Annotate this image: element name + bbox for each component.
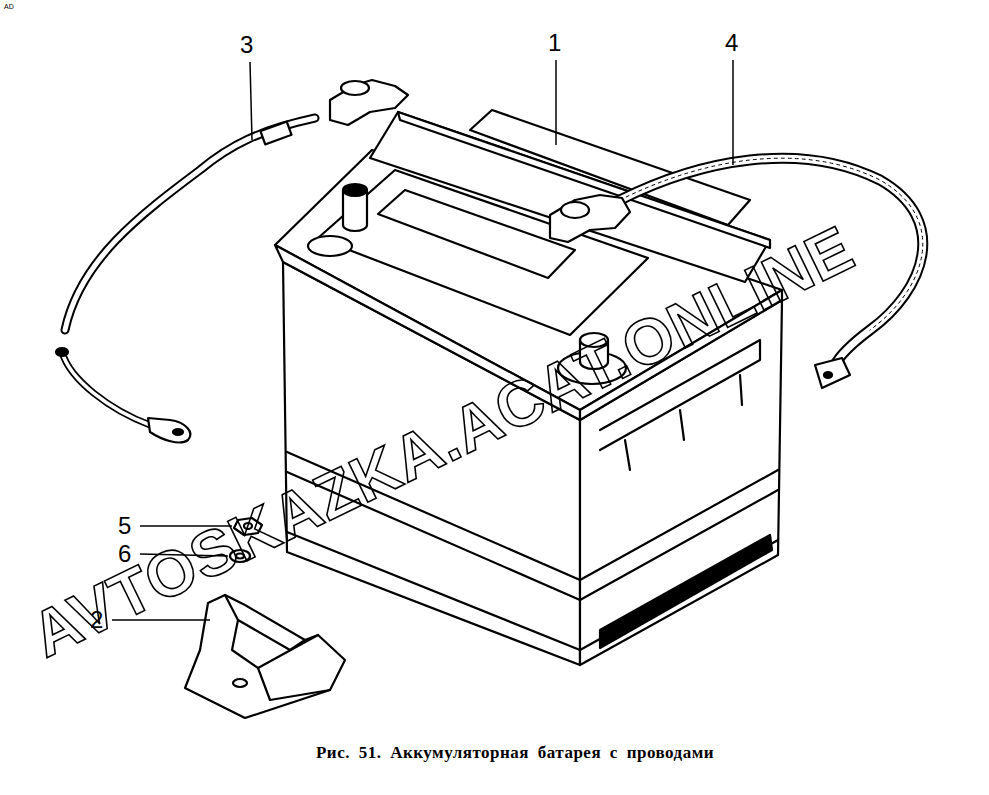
label-plate [378, 190, 575, 278]
figure-caption: Рис. 51. Аккумуляторная батарея с провод… [316, 744, 714, 761]
cable [65, 118, 315, 330]
base-ledge [600, 535, 772, 648]
terminal-clamp [550, 195, 630, 242]
leader-line [555, 60, 557, 145]
lid-edge [398, 112, 770, 248]
leader-line [732, 60, 734, 165]
leader-line [250, 62, 252, 140]
terminal-clamp [330, 80, 408, 125]
callout-number: 5 [118, 514, 131, 538]
ring-terminal [148, 418, 190, 442]
callout-number: 3 [240, 33, 253, 57]
ring-terminal [815, 358, 850, 388]
clamp-bracket [185, 595, 345, 718]
callout-number: 1 [548, 31, 561, 55]
corner-mark: AD [4, 3, 14, 10]
callout-number: 4 [725, 31, 738, 55]
